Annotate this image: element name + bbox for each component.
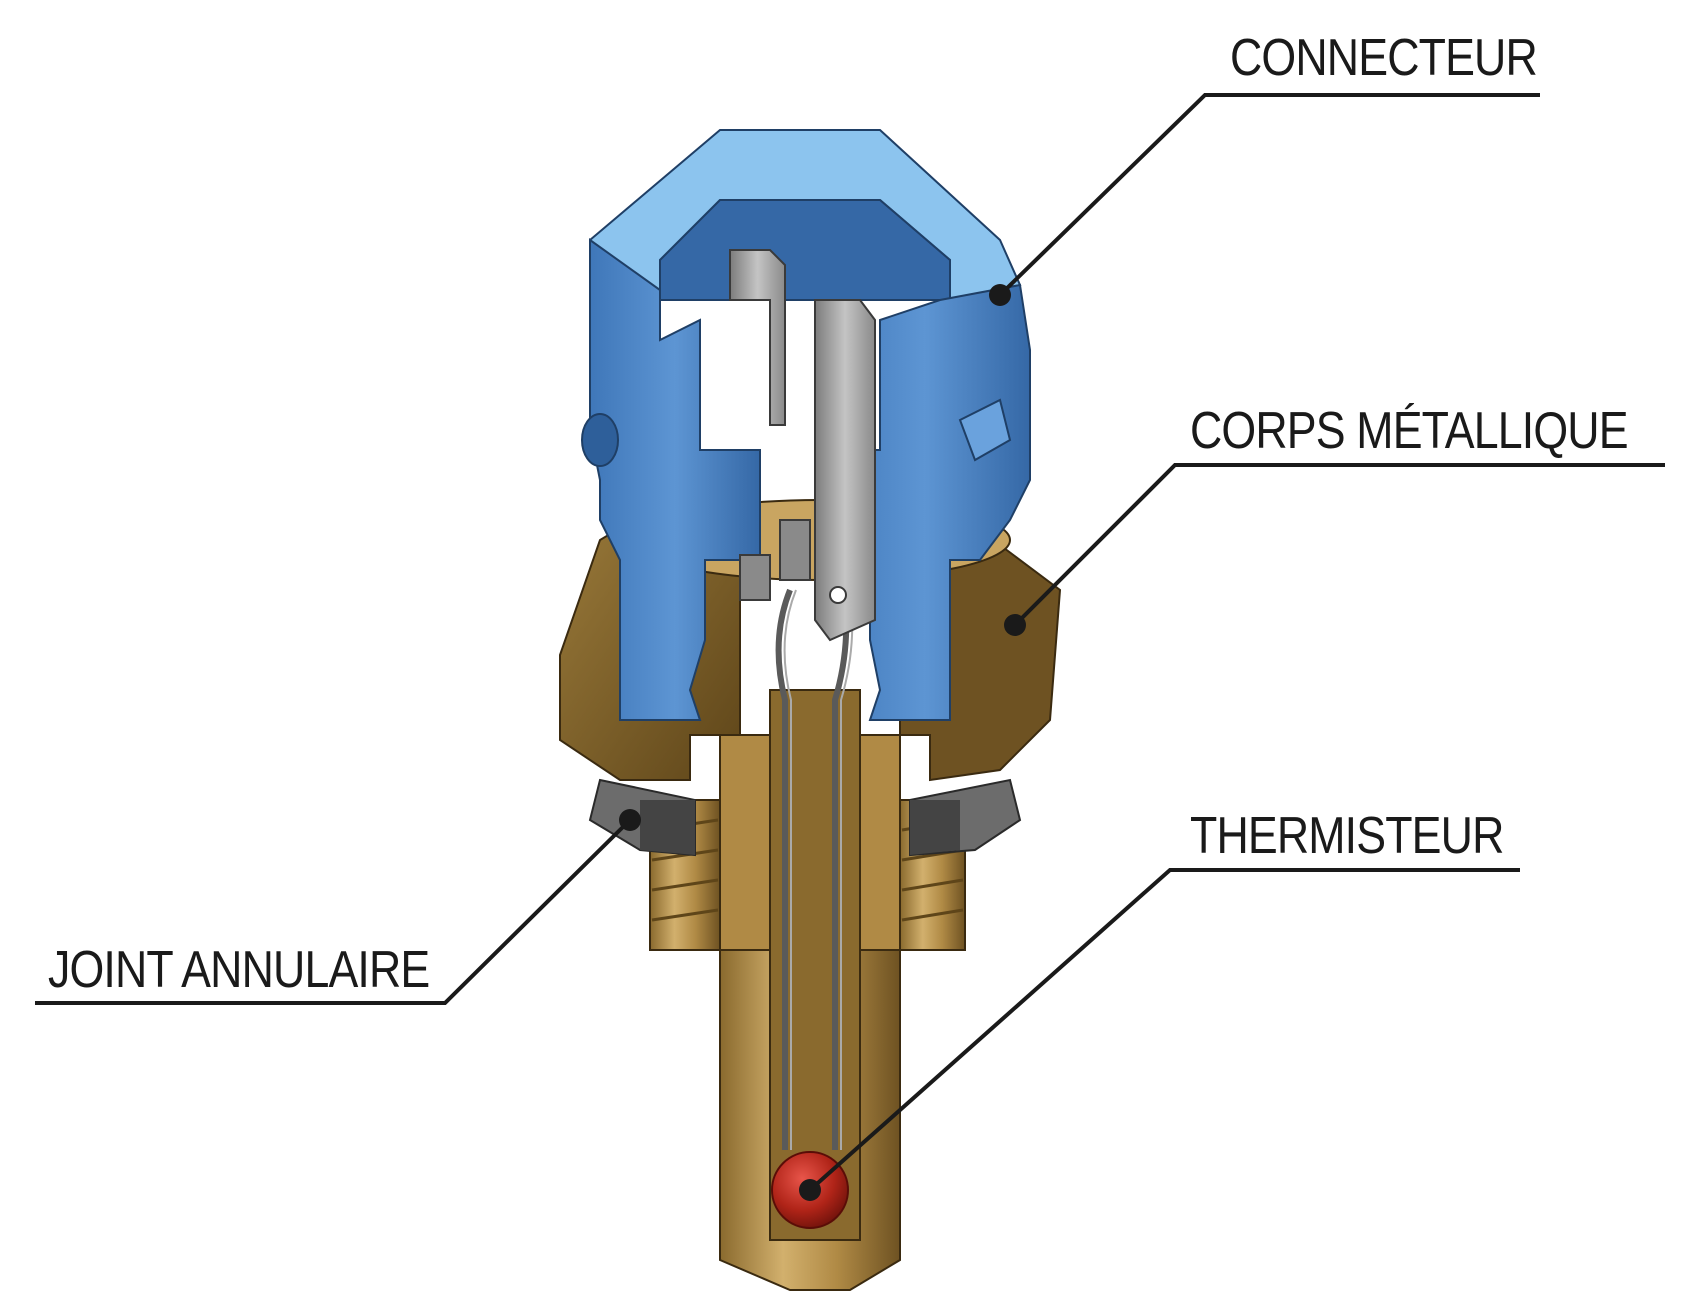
terminal-pin-rear xyxy=(729,249,786,426)
leader-dot-thermistor xyxy=(799,1179,821,1201)
o-ring xyxy=(588,778,1022,857)
leader-lines xyxy=(35,93,1665,1192)
leader-o-ring xyxy=(35,818,632,1005)
leader-metal-body xyxy=(1013,463,1665,627)
leader-dot-metal-body xyxy=(1004,614,1026,636)
leader-connector xyxy=(998,93,1540,297)
label-connector: CONNECTEUR xyxy=(1230,29,1538,87)
terminal-pin-front xyxy=(814,299,876,642)
label-thermistor: THERMISTEUR xyxy=(1190,807,1504,865)
leader-dot-o-ring xyxy=(619,809,641,831)
label-o-ring: JOINT ANNULAIRE xyxy=(48,941,430,999)
terminal-pins xyxy=(729,249,876,642)
label-metal-body: CORPS MÉTALLIQUE xyxy=(1190,402,1629,460)
leader-thermistor xyxy=(808,868,1520,1192)
leader-dot-connector xyxy=(989,284,1011,306)
